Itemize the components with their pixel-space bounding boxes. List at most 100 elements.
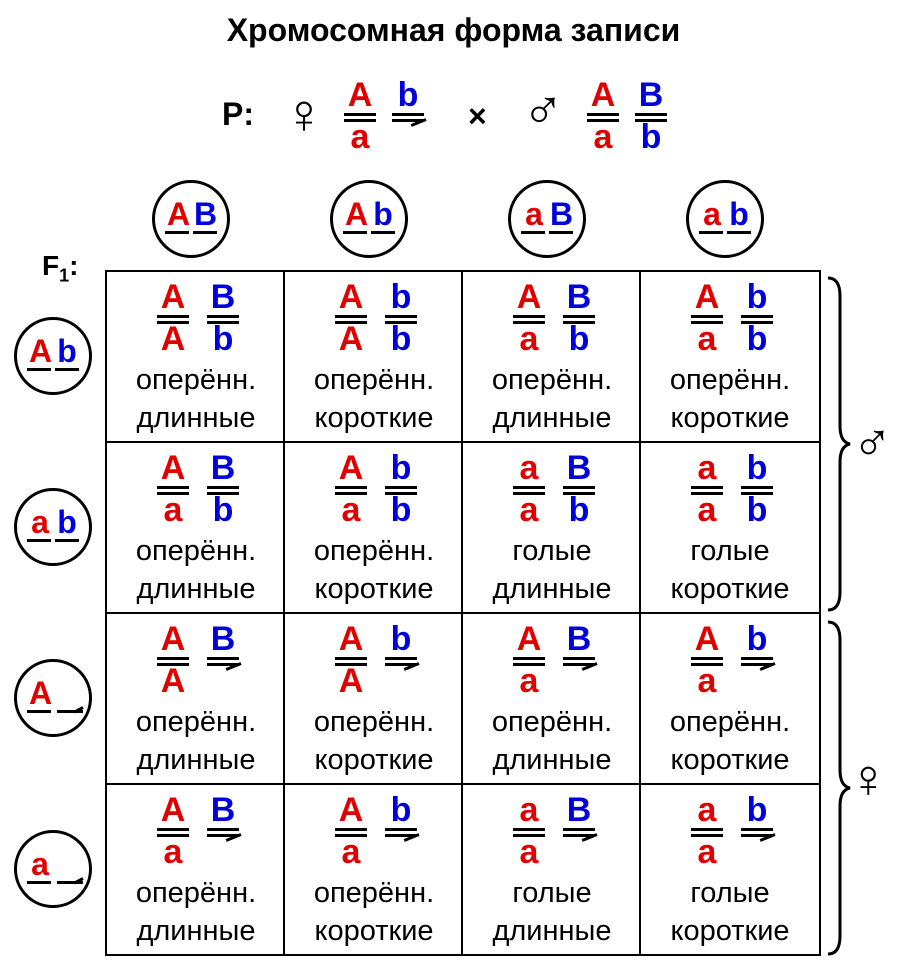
genotype-chr-b: B <box>205 622 242 702</box>
gamete-allele-2: B <box>194 196 218 232</box>
phenotype-length: короткие <box>670 573 790 605</box>
phenotype-length: короткие <box>670 915 790 947</box>
genotype-chr-b: B <box>561 622 598 702</box>
gamete-allele-1: a <box>525 196 543 232</box>
phenotype-feathering: оперённ. <box>669 706 791 738</box>
phenotype-length: длинные <box>492 573 612 605</box>
gamete-allele-1: A <box>29 675 53 711</box>
phenotype-feathering: голые <box>512 877 592 909</box>
phenotype-length: короткие <box>314 744 434 776</box>
gamete-allele-1: a <box>31 504 49 540</box>
cross-symbol: × <box>468 98 487 134</box>
phenotype-feathering: оперённ. <box>313 877 435 909</box>
phenotype-length: длинные <box>136 915 256 947</box>
phenotype-feathering: оперённ. <box>135 706 257 738</box>
phenotype-length: короткие <box>670 744 790 776</box>
phenotype-feathering: оперённ. <box>313 535 435 567</box>
phenotype-length: короткие <box>314 915 434 947</box>
row-gamete-4: a <box>14 830 92 908</box>
phenotype-feathering: оперённ. <box>669 364 791 396</box>
phenotype-feathering: оперённ. <box>313 364 435 396</box>
phenotype-length: короткие <box>314 573 434 605</box>
genotype-chr-b: b <box>739 622 776 702</box>
female-chr2: b <box>390 78 427 158</box>
row-gamete-3: A <box>14 659 92 737</box>
genotype-chr-b: B <box>205 793 242 873</box>
parents-label: P: <box>222 96 254 132</box>
phenotype-feathering: оперённ. <box>491 706 613 738</box>
genotype-chr-b: b <box>383 793 420 873</box>
phenotype-length: длинные <box>136 573 256 605</box>
phenotype-length: длинные <box>492 915 612 947</box>
diagram-title: Хромосомная форма записи <box>226 12 681 48</box>
phenotype-length: короткие <box>670 402 790 434</box>
gamete-allele-1: A <box>345 196 369 232</box>
gamete-allele-1: a <box>31 846 49 882</box>
female-symbol-icon: ♀ <box>283 82 325 145</box>
phenotype-length: длинные <box>136 402 256 434</box>
gamete-allele-2: B <box>550 196 574 232</box>
phenotype-feathering: оперённ. <box>313 706 435 738</box>
female-chr1: A a <box>342 78 378 158</box>
phenotype-feathering: оперённ. <box>135 877 257 909</box>
phenotype-length: короткие <box>314 402 434 434</box>
male-chr2: B b <box>633 78 669 158</box>
male-row-symbol-icon: ♂ <box>852 413 893 473</box>
phenotype-feathering: голые <box>512 535 592 567</box>
gamete-allele-2: b <box>57 504 77 540</box>
gamete-allele-1: A <box>167 196 191 232</box>
phenotype-feathering: оперённ. <box>135 364 257 396</box>
gamete-allele-1: a <box>703 196 721 232</box>
phenotype-length: длинные <box>136 744 256 776</box>
phenotype-feathering: голые <box>690 535 770 567</box>
male-symbol-icon: ♂ <box>522 78 564 141</box>
